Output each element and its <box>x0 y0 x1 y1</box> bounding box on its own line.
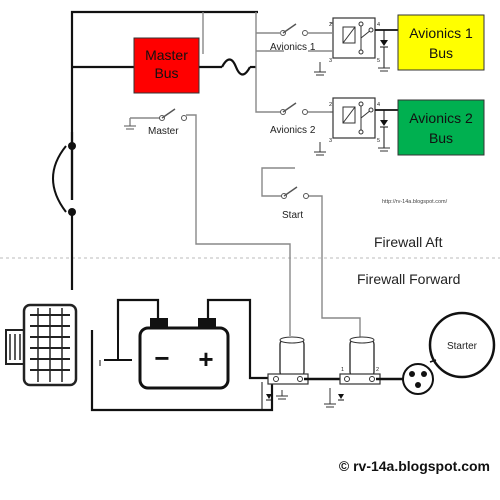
battery-minus: − <box>154 343 169 373</box>
starter-solenoid-pin-1: 1 <box>341 367 344 373</box>
control-wiring <box>186 12 361 338</box>
master-switch <box>124 108 187 130</box>
avionics2-relay-pin-5: 5 <box>377 138 380 144</box>
starter-solenoid: 1 2 <box>324 336 405 408</box>
copyright-text: © rv-14a.blogspot.com <box>339 458 490 474</box>
avionics1-relay: 4 2 3 5 <box>314 17 398 76</box>
start-switch <box>281 186 309 199</box>
avionics2-bus-label-2: Bus <box>429 130 453 146</box>
battery-plus: + <box>198 344 213 374</box>
master-switch-label: Master <box>148 126 179 137</box>
avionics2-bus-label-1: Avionics 2 <box>409 110 473 126</box>
avionics2-switch-label: Avionics 2 <box>270 125 316 136</box>
alternator <box>5 303 78 387</box>
alternator-breaker <box>52 142 76 216</box>
master-bus-label-2: Bus <box>154 65 178 81</box>
master-bus: Master Bus <box>133 37 200 94</box>
avionics2-switch <box>280 102 308 115</box>
avionics1-relay-pin-3: 3 <box>329 58 332 64</box>
master-bus-label-1: Master <box>145 47 188 63</box>
avionics1-switch-label: Avionics 1 <box>270 42 316 53</box>
avionics1-relay-pin-5: 5 <box>377 58 380 64</box>
avionics2-relay: 4 2 3 5 <box>314 97 398 156</box>
starter-label: Starter <box>447 341 478 352</box>
firewall-aft-label: Firewall Aft <box>374 234 443 250</box>
battery: − + <box>138 318 230 390</box>
starter-motor: Starter <box>402 311 496 395</box>
avionics1-switch <box>256 23 332 36</box>
avionics2-relay-pin-4: 4 <box>377 102 380 108</box>
avionics1-relay-pin-2: 2 <box>329 22 332 28</box>
start-switch-label: Start <box>282 210 303 221</box>
master-solenoid <box>261 336 342 410</box>
avionics2-bus: Avionics 2 Bus <box>397 99 485 156</box>
watermark-url: http://rv-14a.blogspot.com/ <box>382 199 448 205</box>
avionics1-bus: Avionics 1 Bus <box>397 14 485 71</box>
avionics1-bus-label-1: Avionics 1 <box>409 25 473 41</box>
starter-solenoid-pin-2: 2 <box>376 367 379 373</box>
avionics1-bus-label-2: Bus <box>429 45 453 61</box>
firewall-forward-label: Firewall Forward <box>357 271 460 287</box>
avionics1-relay-pin-4: 4 <box>377 22 380 28</box>
avionics2-relay-pin-2: 2 <box>329 102 332 108</box>
ground-symbol <box>99 300 132 366</box>
avionics2-relay-pin-3: 3 <box>329 138 332 144</box>
